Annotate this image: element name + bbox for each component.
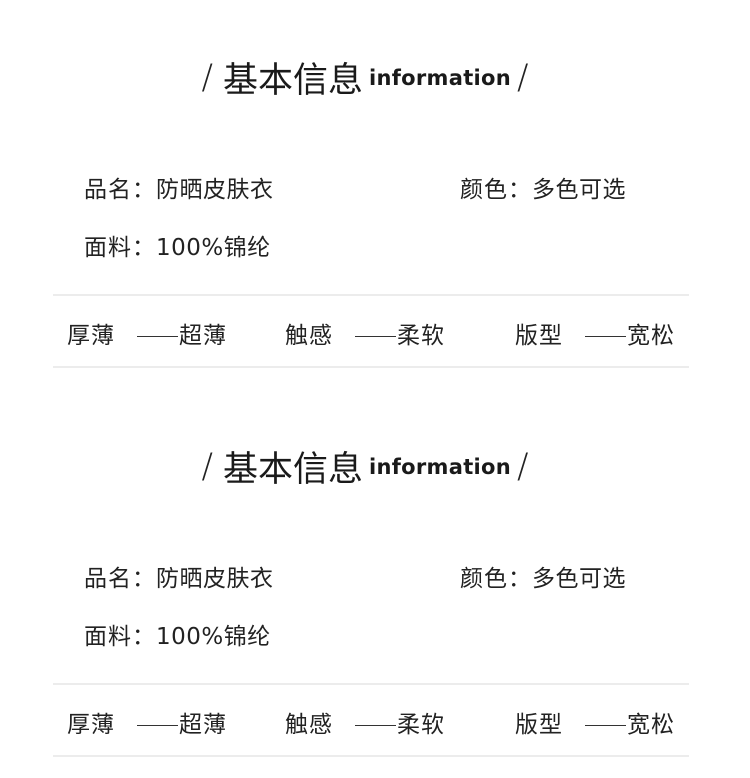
product-fabric-label: 面料：	[84, 235, 156, 261]
product-fabric: 面料：100%锦纶	[84, 228, 271, 262]
title-english: information	[368, 454, 512, 479]
attribute-key: 版型	[515, 323, 563, 349]
title-slash-left: /	[201, 57, 213, 98]
attribute-value: 宽松	[627, 712, 675, 738]
divider-top	[53, 683, 689, 685]
divider-bottom	[53, 366, 689, 368]
product-name-value: 防晒皮肤衣	[156, 177, 274, 203]
product-fabric: 面料：100%锦纶	[84, 617, 271, 651]
attribute-key: 版型	[515, 712, 563, 738]
attribute-value: 柔软	[397, 712, 445, 738]
attribute-fit: 版型 宽松	[515, 316, 675, 350]
divider-top	[53, 294, 689, 296]
product-fabric-value: 100%锦纶	[156, 624, 271, 650]
product-fabric-value: 100%锦纶	[156, 235, 271, 261]
title-slash-right: /	[517, 446, 529, 487]
title-slash-right: /	[517, 57, 529, 98]
attribute-dash	[137, 725, 178, 726]
product-name-label: 品名：	[84, 177, 156, 203]
attribute-touch: 触感 柔软	[285, 705, 445, 739]
attribute-dash	[355, 336, 396, 337]
product-color: 颜色：多色可选	[460, 559, 626, 593]
attribute-value: 超薄	[179, 712, 227, 738]
title-slash-left: /	[201, 446, 213, 487]
product-name: 品名：防晒皮肤衣	[84, 559, 274, 593]
attribute-value: 宽松	[627, 323, 675, 349]
attribute-value: 柔软	[397, 323, 445, 349]
attribute-key: 厚薄	[67, 323, 115, 349]
title-chinese: 基本信息	[222, 450, 363, 490]
product-color-value: 多色可选	[532, 177, 626, 203]
attribute-thickness: 厚薄 超薄	[67, 316, 227, 350]
product-color: 颜色：多色可选	[460, 170, 626, 204]
title-english: information	[368, 65, 512, 90]
attribute-touch: 触感 柔软	[285, 316, 445, 350]
product-name-value: 防晒皮肤衣	[156, 566, 274, 592]
product-color-label: 颜色：	[460, 566, 532, 592]
product-name: 品名：防晒皮肤衣	[84, 170, 274, 204]
attribute-dash	[585, 725, 626, 726]
attribute-fit: 版型 宽松	[515, 705, 675, 739]
product-color-value: 多色可选	[532, 566, 626, 592]
title-chinese: 基本信息	[222, 61, 363, 101]
product-name-label: 品名：	[84, 566, 156, 592]
attribute-value: 超薄	[179, 323, 227, 349]
attribute-key: 触感	[285, 712, 333, 738]
divider-bottom	[53, 755, 689, 757]
attribute-dash	[137, 336, 178, 337]
product-color-label: 颜色：	[460, 177, 532, 203]
attribute-key: 厚薄	[67, 712, 115, 738]
attribute-key: 触感	[285, 323, 333, 349]
attribute-dash	[355, 725, 396, 726]
attribute-thickness: 厚薄 超薄	[67, 705, 227, 739]
attribute-dash	[585, 336, 626, 337]
product-fabric-label: 面料：	[84, 624, 156, 650]
